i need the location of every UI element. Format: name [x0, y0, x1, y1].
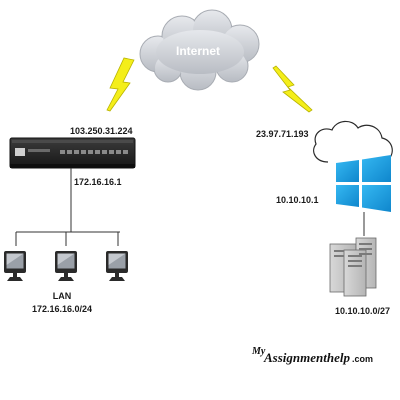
watermark-logo: My Assignmenthelp .com: [251, 346, 373, 365]
server-stack-icon: [329, 237, 377, 297]
remote-subnet: 10.10.10.0/27: [335, 306, 390, 316]
remote-gateway-ip: 10.10.10.1: [276, 195, 319, 205]
lan-computer-icon: [4, 251, 26, 281]
lan-computer-icon: [55, 251, 77, 281]
watermark-brand: Assignmenthelp: [263, 350, 350, 365]
firewall-lan-ip: 172.16.16.1: [74, 177, 122, 187]
remote-cloud-outline: [313, 120, 393, 163]
wan-link-bolt-right: [272, 65, 313, 113]
firewall-wan-ip: 103.250.31.224: [70, 126, 133, 136]
lan-cabling: [15, 168, 120, 246]
wan-link-bolt-left: [106, 57, 135, 112]
watermark-suffix: .com: [352, 354, 373, 364]
windows-logo-icon: [336, 155, 391, 212]
lan-label: LAN: [53, 291, 72, 301]
watermark-prefix: My: [251, 346, 266, 357]
firewall-logo-badge: [15, 148, 25, 156]
firewall-device: [9, 137, 136, 169]
remote-wan-ip: 23.97.71.193: [256, 129, 309, 139]
internet-label: Internet: [176, 44, 220, 58]
internet-cloud: [139, 9, 260, 91]
lan-subnet: 172.16.16.0/24: [32, 304, 92, 314]
lan-computer-icon: [106, 251, 128, 281]
